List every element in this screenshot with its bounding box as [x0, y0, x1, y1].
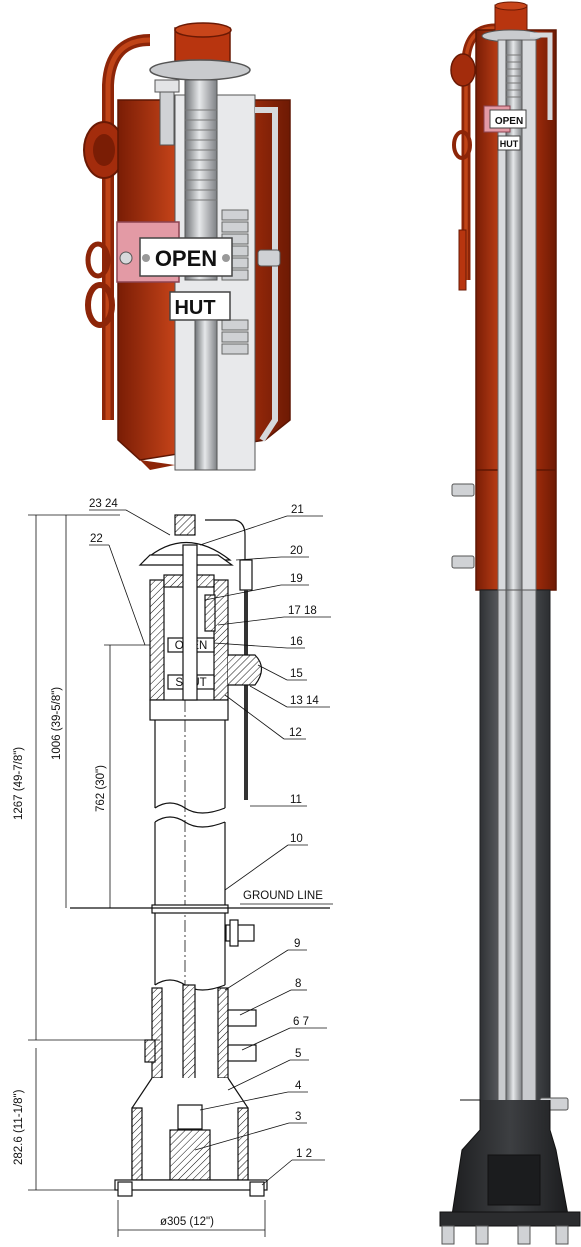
callout-15: 15	[290, 668, 303, 680]
callout-4: 4	[295, 1080, 302, 1092]
callout-20: 20	[290, 545, 303, 557]
ground-line-label: GROUND LINE	[243, 890, 323, 902]
callout-numbers: 23 24 21 22 20 19 17 18 16 15 13 14 12 1…	[89, 498, 319, 1160]
tall-open-plate	[489, 109, 527, 129]
dimension-lines	[28, 514, 266, 1237]
spring-bellows	[221, 209, 249, 355]
callout-16: 16	[290, 636, 303, 648]
dim-upper-height: 1006 (39-5/8")	[51, 687, 63, 760]
callout-9: 9	[294, 938, 300, 950]
stem-threads	[185, 109, 217, 201]
closeup-open-plate	[139, 237, 233, 277]
dim-base-height: 282.6 (11-1/8")	[13, 1089, 25, 1165]
tall-shut-plate	[497, 135, 521, 151]
closeup-cutaway-view: OPEN HUT	[83, 22, 291, 471]
dim-total-height: 1267 (49-7/8")	[13, 747, 25, 820]
callout-19: 19	[290, 573, 303, 585]
section-drawing: OPEN SHUT	[28, 509, 333, 1237]
full-height-cutaway-view: OPEN HUT	[439, 1, 581, 1245]
callout-11: 11	[290, 794, 302, 806]
callout-leaders	[89, 509, 331, 1186]
callout-1-2: 1 2	[296, 1148, 312, 1160]
callout-10: 10	[290, 833, 303, 845]
dimension-labels: 1267 (49-7/8") 1006 (39-5/8") 762 (30") …	[13, 687, 214, 1228]
callout-13-14: 13 14	[290, 695, 319, 707]
callout-12: 12	[289, 727, 302, 739]
closeup-open-label: OPEN	[155, 246, 217, 271]
tall-open-label: OPEN	[495, 116, 523, 127]
callout-23-24: 23 24	[89, 498, 118, 510]
callout-3: 3	[295, 1111, 301, 1123]
callout-21: 21	[291, 504, 304, 516]
callout-8: 8	[295, 978, 301, 990]
tall-stem-threads	[506, 54, 522, 98]
callout-22: 22	[90, 533, 103, 545]
dim-base-diameter: ø305 (12")	[160, 1216, 214, 1228]
dim-mid-height: 762 (30")	[95, 765, 107, 812]
callout-6-7: 6 7	[293, 1016, 309, 1028]
callout-5: 5	[295, 1048, 301, 1060]
tall-shut-label: HUT	[500, 139, 519, 149]
closeup-shut-label: HUT	[174, 297, 215, 319]
callout-17-18: 17 18	[288, 605, 317, 617]
